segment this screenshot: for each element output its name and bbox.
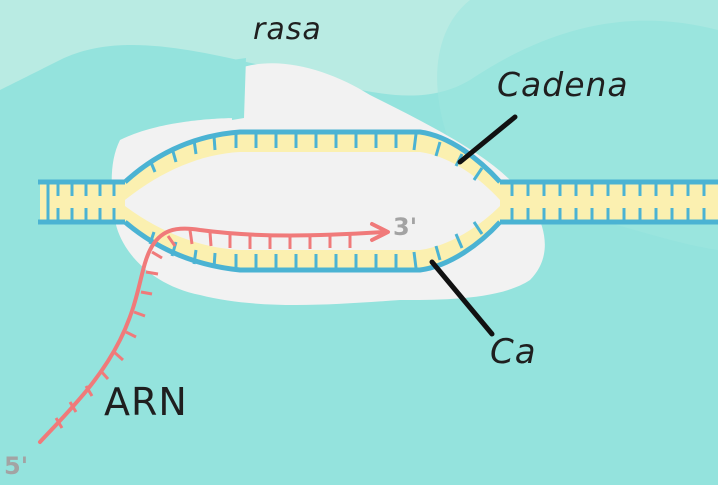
top-strand-label: Cadena xyxy=(497,65,629,104)
dna-left-segment xyxy=(38,182,125,222)
enzyme-label: rasa xyxy=(253,12,322,47)
bottom-strand-label: Ca xyxy=(490,332,537,372)
five-prime-label: 5' xyxy=(4,452,28,480)
rna-label: ARN xyxy=(104,380,188,424)
three-prime-label: 3' xyxy=(393,213,417,241)
dna-right-segment xyxy=(500,182,718,222)
enzyme-notch xyxy=(232,58,246,120)
